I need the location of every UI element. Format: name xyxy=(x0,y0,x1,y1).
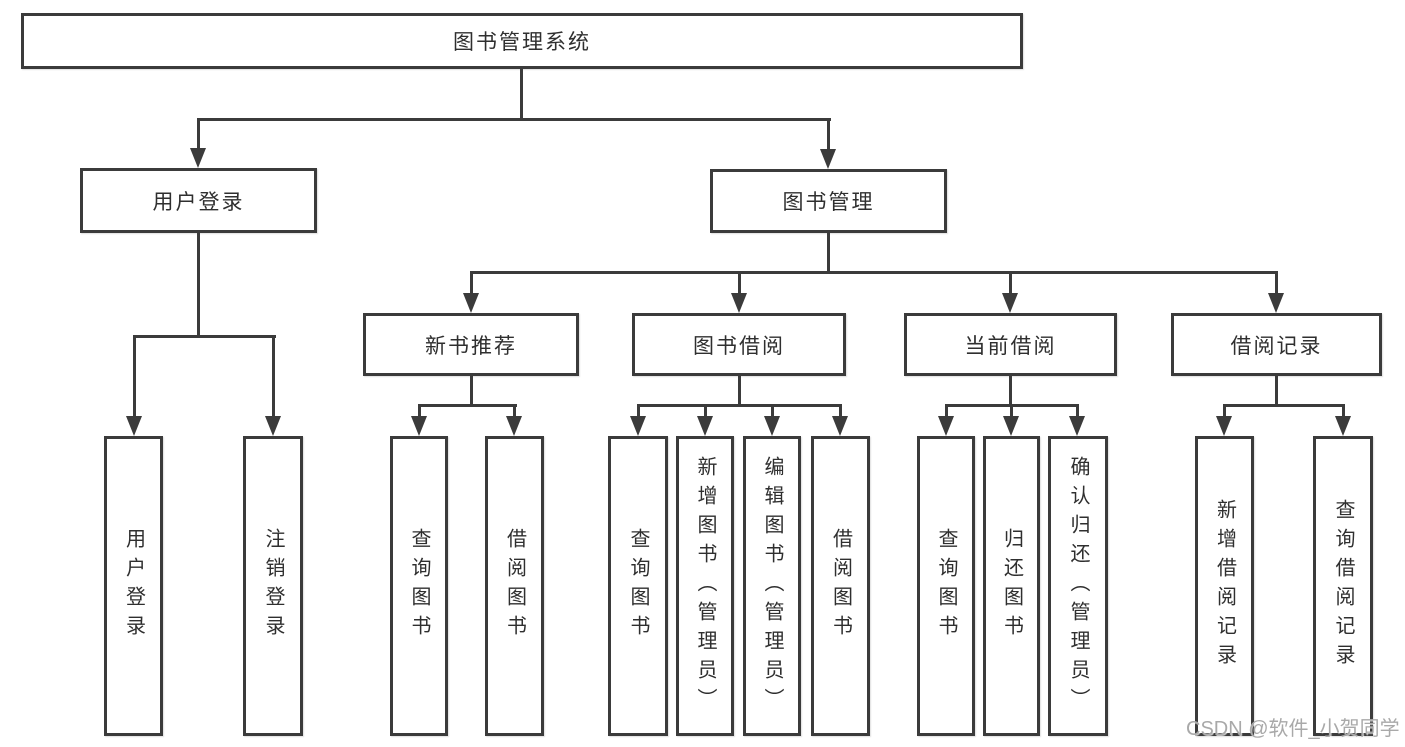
arrow-down-icon xyxy=(1069,416,1085,436)
node-new-book-recommend-label: 新书推荐 xyxy=(425,334,517,358)
connector-line xyxy=(1223,404,1226,418)
node-current-borrow: 当前借阅 xyxy=(904,313,1117,376)
connector-line xyxy=(470,271,473,295)
connector-line xyxy=(827,233,830,274)
arrow-down-icon xyxy=(764,416,780,436)
leaf-return-books-label: 归还图书 xyxy=(1000,528,1023,644)
arrow-down-icon xyxy=(1002,293,1018,313)
arrow-down-icon xyxy=(1003,416,1019,436)
node-book-borrow: 图书借阅 xyxy=(632,313,846,376)
leaf-query-books-borrow: 查询图书 xyxy=(608,436,668,736)
leaf-query-books-recommend: 查询图书 xyxy=(390,436,448,736)
connector-line xyxy=(272,335,275,416)
connector-line xyxy=(637,404,842,407)
node-user-login-label: 用户登录 xyxy=(152,190,245,214)
leaf-add-books-admin: 新增图书（管理员） xyxy=(676,436,734,736)
leaf-query-books-borrow-label: 查询图书 xyxy=(627,528,649,644)
connector-line xyxy=(637,404,640,418)
arrow-down-icon xyxy=(411,416,427,436)
leaf-logout-login-label: 注销登录 xyxy=(262,528,284,644)
leaf-query-books-current: 查询图书 xyxy=(917,436,975,736)
node-new-book-recommend: 新书推荐 xyxy=(363,313,579,376)
connector-line xyxy=(520,69,523,120)
arrow-down-icon xyxy=(463,293,479,313)
connector-line xyxy=(1342,404,1345,418)
connector-line xyxy=(418,404,517,407)
leaf-query-borrow-record-label: 查询借阅记录 xyxy=(1332,499,1354,673)
leaf-add-borrow-record-label: 新增借阅记录 xyxy=(1213,499,1236,673)
leaf-user-login: 用户登录 xyxy=(104,436,163,736)
leaf-return-books: 归还图书 xyxy=(983,436,1040,736)
arrow-down-icon xyxy=(1335,416,1351,436)
leaf-query-borrow-record: 查询借阅记录 xyxy=(1313,436,1373,736)
connector-line xyxy=(1275,271,1278,295)
node-book-borrow-label: 图书借阅 xyxy=(693,334,785,358)
arrow-down-icon xyxy=(506,416,522,436)
connector-line xyxy=(1010,404,1013,418)
connector-line xyxy=(839,404,842,418)
arrow-down-icon xyxy=(126,416,142,436)
connector-line xyxy=(513,404,516,418)
leaf-add-books-admin-label: 新增图书（管理员） xyxy=(694,455,716,717)
arrow-down-icon xyxy=(190,148,206,168)
arrow-down-icon xyxy=(731,293,747,313)
leaf-logout-login: 注销登录 xyxy=(243,436,303,736)
arrow-down-icon xyxy=(820,149,836,169)
connector-line xyxy=(827,118,830,150)
node-current-borrow-label: 当前借阅 xyxy=(964,334,1057,358)
leaf-borrow-books: 借阅图书 xyxy=(811,436,870,736)
connector-line xyxy=(1275,376,1278,407)
node-root-label: 图书管理系统 xyxy=(453,31,591,54)
leaf-query-books-recommend-label: 查询图书 xyxy=(408,528,430,644)
node-book-management-label: 图书管理 xyxy=(782,191,875,214)
arrow-down-icon xyxy=(938,416,954,436)
connector-line xyxy=(1223,404,1345,407)
connector-line xyxy=(738,376,741,407)
node-borrow-records-label: 借阅记录 xyxy=(1230,334,1323,358)
arrow-down-icon xyxy=(1268,293,1284,313)
leaf-edit-books-admin-label: 编辑图书（管理员） xyxy=(761,455,783,717)
connector-line xyxy=(470,271,1278,274)
connector-line xyxy=(197,233,200,338)
connector-line xyxy=(470,376,473,407)
leaf-user-login-label: 用户登录 xyxy=(122,528,145,644)
leaf-confirm-return-admin: 确认归还（管理员） xyxy=(1048,436,1108,736)
arrow-down-icon xyxy=(630,416,646,436)
node-borrow-records: 借阅记录 xyxy=(1171,313,1382,376)
arrow-down-icon xyxy=(265,416,281,436)
leaf-add-borrow-record: 新增借阅记录 xyxy=(1195,436,1254,736)
connector-line xyxy=(738,271,741,295)
connector-line xyxy=(771,404,774,418)
connector-line xyxy=(1009,376,1012,407)
node-root: 图书管理系统 xyxy=(21,13,1023,69)
leaf-confirm-return-admin-label: 确认归还（管理员） xyxy=(1067,455,1089,717)
leaf-borrow-books-recommend-label: 借阅图书 xyxy=(503,528,526,644)
arrow-down-icon xyxy=(697,416,713,436)
connector-line xyxy=(133,335,136,416)
arrow-down-icon xyxy=(832,416,848,436)
leaf-borrow-books-label: 借阅图书 xyxy=(829,528,852,644)
connector-line xyxy=(945,404,948,418)
node-user-login: 用户登录 xyxy=(80,168,317,233)
connector-line xyxy=(197,118,831,121)
leaf-borrow-books-recommend: 借阅图书 xyxy=(485,436,544,736)
leaf-edit-books-admin: 编辑图书（管理员） xyxy=(743,436,801,736)
connector-line xyxy=(133,335,276,338)
connector-line xyxy=(1076,404,1079,418)
connector-line xyxy=(418,404,421,418)
connector-line xyxy=(1009,271,1012,295)
node-book-management: 图书管理 xyxy=(710,169,947,233)
leaf-query-books-current-label: 查询图书 xyxy=(935,528,957,644)
connector-line xyxy=(704,404,707,418)
arrow-down-icon xyxy=(1216,416,1232,436)
connector-line xyxy=(197,118,200,150)
